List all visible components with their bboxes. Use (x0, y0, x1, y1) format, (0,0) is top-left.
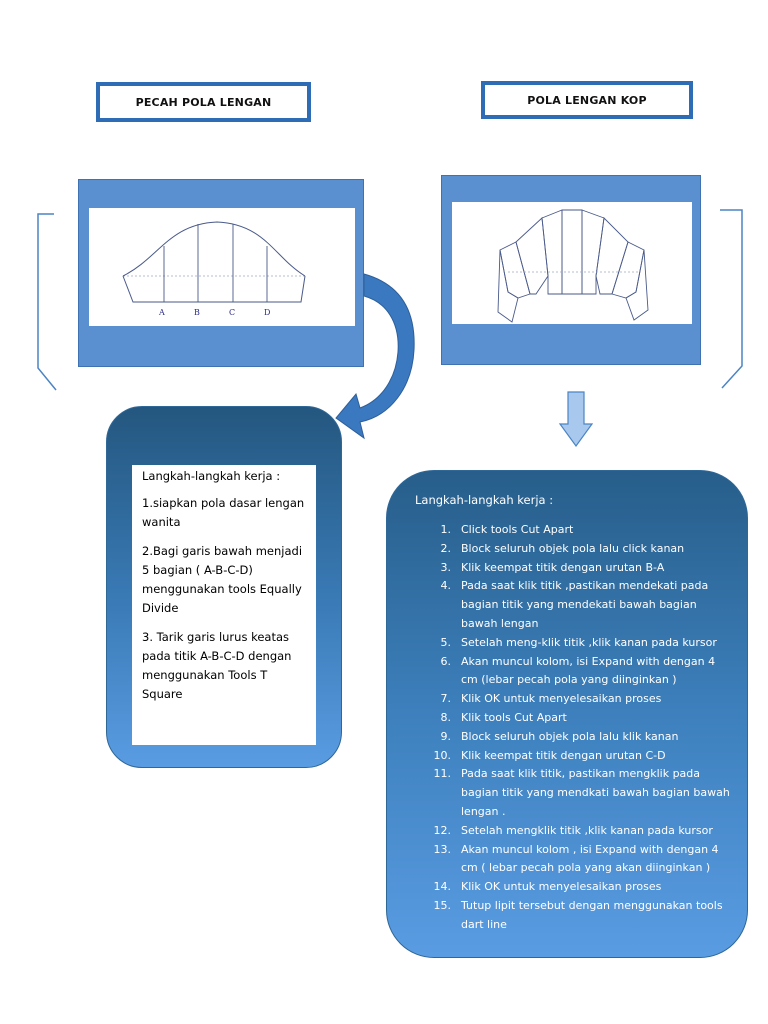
list-item: 3.Klik keempat titik dengan urutan B-A (440, 560, 665, 574)
left-step-3: 3. Tarik garis lurus keatas pada titik A… (142, 630, 292, 701)
left-steps-heading: Langkah-langkah kerja : (142, 469, 281, 483)
left-step-2: 2.Bagi garis bawah menjadi 5 bagian ( A-… (142, 544, 303, 615)
list-item: 9.Block seluruh objek pola lalu klik kan… (440, 729, 679, 743)
list-item: 7.Klik OK untuk menyelesaikan proses (440, 692, 662, 706)
right-steps-heading: Langkah-langkah kerja : (415, 493, 554, 507)
list-item: 5.Setelah meng-klik titik ,klik kanan pa… (440, 635, 717, 649)
cap-sleeve-diagram (497, 209, 649, 323)
list-item: 13.Akan muncul kolom , isi Expand with d… (433, 842, 719, 875)
list-item: 12.Setelah mengklik titik ,klik kanan pa… (433, 823, 713, 837)
label-d: D (264, 308, 270, 317)
left-step-1: 1.siapkan pola dasar lengan wanita (142, 496, 305, 529)
label-a: A (158, 308, 165, 317)
label-b: B (194, 308, 200, 317)
panel-cap-sleeve (441, 175, 701, 365)
right-steps-card: Langkah-langkah kerja : 1.Click tools Cu… (386, 470, 748, 958)
down-arrow (558, 391, 594, 448)
list-item: 15.Tutup lipit tersebut dengan menggunak… (433, 898, 723, 931)
list-item: 8.Klik tools Cut Apart (440, 710, 567, 724)
list-item: 1.Click tools Cut Apart (440, 523, 574, 536)
left-steps-card: Langkah-langkah kerja : 1.siapkan pola d… (106, 406, 342, 768)
title-box-pecah-pola-lengan: PECAH POLA LENGAN (96, 82, 311, 122)
title-pola-lengan-kop: POLA LENGAN KOP (527, 93, 647, 107)
list-item: 2.Block seluruh objek pola lalu click ka… (440, 541, 685, 555)
list-item: 14.Klik OK untuk menyelesaikan proses (433, 880, 662, 894)
list-item: 10.Klik keempat titik dengan urutan C-D (433, 748, 666, 762)
sleeve-pattern-diagram: A B C D (122, 221, 306, 317)
list-item: 6.Akan muncul kolom, isi Expand with den… (440, 654, 716, 687)
panel-sleeve-pattern: A B C D (78, 179, 364, 367)
left-bracket (37, 213, 57, 391)
list-item: 11.Pada saat klik titik, pastikan mengkl… (433, 767, 730, 818)
list-item: 4.Pada saat klik titik ,pastikan mendeka… (440, 579, 709, 630)
title-box-pola-lengan-kop: POLA LENGAN KOP (481, 81, 693, 119)
curved-arrow (335, 273, 415, 440)
label-c: C (229, 308, 235, 317)
title-pecah-pola-lengan: PECAH POLA LENGAN (135, 95, 272, 109)
right-bracket (720, 209, 743, 389)
right-steps-list: 1.Click tools Cut Apart 2.Block seluruh … (415, 521, 735, 935)
left-steps-textbox: Langkah-langkah kerja : 1.siapkan pola d… (132, 465, 316, 745)
